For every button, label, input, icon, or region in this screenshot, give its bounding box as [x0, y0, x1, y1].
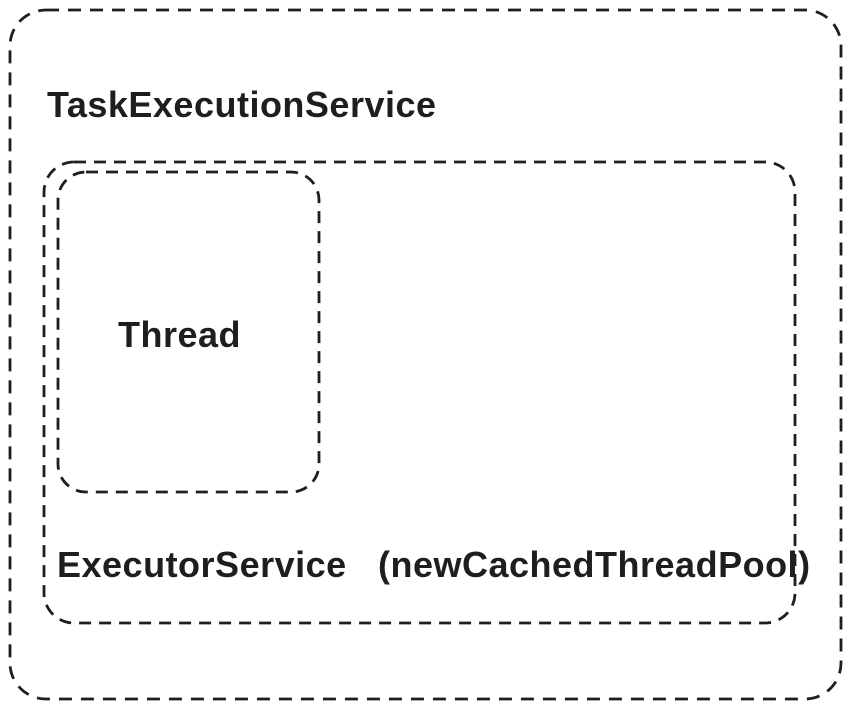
thread-box: [56, 170, 321, 494]
executor-method-label: (newCachedThreadPool): [378, 544, 811, 585]
thread-label: Thread: [118, 314, 241, 355]
diagram-title: TaskExecutionService: [47, 84, 437, 125]
executor-service-label: ExecutorService: [57, 544, 347, 585]
